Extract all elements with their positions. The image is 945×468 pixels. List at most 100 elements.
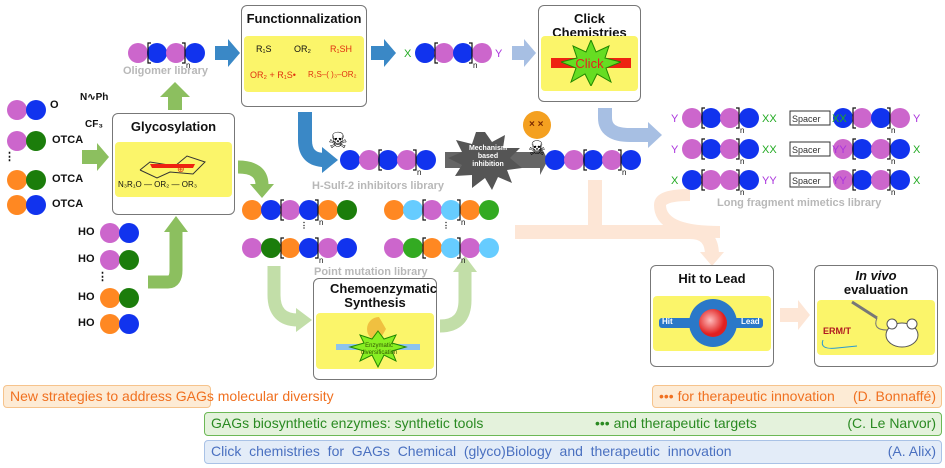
in-vivo-italic: In vivo — [855, 268, 897, 283]
r1s-label: R₁S — [256, 44, 272, 54]
chain-unit-orange — [100, 314, 120, 334]
hsulf-library-label: H-Sulf-2 inhibitors library — [312, 180, 445, 192]
bar-new-strategies: New strategies to address GAGs molecular… — [3, 385, 334, 408]
hit-label: Hit — [662, 317, 673, 326]
chain-unit-blue — [701, 139, 721, 159]
repeat-bracket-right — [315, 199, 319, 221]
repeat-bracket-right — [887, 169, 891, 191]
chain-unit-blue — [682, 170, 702, 190]
chain-unit-orange — [100, 288, 120, 308]
bar-text: Click chemistries for GAGs Chemical (gly… — [211, 443, 732, 459]
chain-unit-pink — [318, 238, 338, 258]
chain-unit-pink — [434, 43, 454, 63]
chain-unit-blue — [119, 223, 139, 243]
hit-to-lead-title: Hit to Lead — [678, 271, 746, 286]
chain-unit-blue — [833, 108, 853, 128]
bar-text-mid: ••• and therapeutic targets — [595, 415, 757, 431]
chain-unit-blue — [26, 195, 46, 215]
blue-arrow-to-functionalization — [215, 39, 240, 67]
functionalization-title: Functionnalization — [246, 11, 362, 26]
chain-unit-orange — [318, 200, 338, 220]
chain-end-label: YY — [832, 144, 847, 156]
chain-unit-pink — [359, 150, 379, 170]
chain-unit-dkgreen — [26, 170, 46, 190]
otca-label: OTCA — [52, 134, 84, 146]
dizzy-eyes: × × — [529, 119, 544, 130]
chain-unit-pink — [280, 200, 300, 220]
chain-unit-pink — [833, 170, 853, 190]
lead-label: Lead — [741, 317, 760, 326]
chain-unit-blue — [890, 139, 910, 159]
chain-unit-pink — [602, 150, 622, 170]
repeat-bracket-right — [469, 42, 473, 64]
chain-end-label: n — [740, 188, 744, 197]
spacer-box — [789, 110, 831, 126]
mouse-syringe-icon — [821, 300, 919, 349]
chain-unit-pink — [166, 43, 186, 63]
chain-end-label: YY — [762, 175, 777, 187]
repeat-bracket-right — [413, 149, 417, 171]
evaluation-label: evaluation — [843, 282, 909, 297]
chain-unit-blue — [340, 150, 360, 170]
otca-label: OTCA — [52, 173, 84, 185]
green-arrowhead-down — [250, 184, 274, 198]
chain-end-label: n — [319, 256, 323, 265]
chain-unit-pink — [100, 223, 120, 243]
chain-unit-blue — [739, 170, 759, 190]
svg-text:⊕: ⊕ — [177, 164, 185, 174]
ellipsis: ⋮ — [300, 221, 308, 230]
green-arrow-up-oligomer — [160, 82, 190, 110]
green-starburst-icon — [561, 40, 621, 86]
repeat-bracket-right — [457, 199, 461, 221]
chain-end-label: XX — [762, 113, 777, 125]
bar-text: ••• for therapeutic innovation — [659, 388, 835, 404]
chain-unit-blue — [147, 43, 167, 63]
chain-unit-blue — [739, 139, 759, 159]
repeat-bracket-right — [618, 149, 622, 171]
chain-unit-blue — [185, 43, 205, 63]
chain-unit-dkgreen — [119, 288, 139, 308]
chain-unit-blue — [621, 150, 641, 170]
labex-logo: ERM/T — [823, 326, 851, 336]
peach-flow-arrow — [653, 189, 721, 238]
lightgreen-arrowhead — [296, 308, 312, 332]
chain-unit-ltblue — [479, 238, 499, 258]
mechanism-arrow-shaft — [445, 145, 548, 175]
ellipsis: ⋮ — [442, 221, 450, 230]
chain-unit-dkgreen — [119, 250, 139, 270]
chain-unit-pink — [701, 170, 721, 190]
chain-unit-dkgreen — [337, 200, 357, 220]
peach-arrowhead — [700, 252, 724, 266]
repeat-bracket-left — [852, 169, 856, 191]
chain-unit-orange — [384, 200, 404, 220]
peach-arrow-hit-to-invivo — [780, 300, 810, 330]
chain-unit-orange — [460, 200, 480, 220]
chain-end-label: X — [913, 144, 921, 156]
chain-unit-pink — [128, 43, 148, 63]
spacer-box — [789, 141, 831, 157]
chain-end-label: n — [473, 61, 477, 70]
repeat-bracket-left — [583, 149, 587, 171]
chain-unit-pink — [871, 139, 891, 159]
ellipsis: ⋮ — [4, 151, 15, 163]
chain-unit-blue — [583, 150, 603, 170]
chain-end-label: n — [740, 157, 744, 166]
allyl-label: OR₂ + R₁S• — [250, 70, 296, 80]
author-le-narvor: (C. Le Narvor) — [847, 415, 936, 431]
lightgreen-curve-to-chemo — [267, 266, 299, 327]
nph-label: N∿Ph — [80, 92, 109, 103]
bar-therapeutic-innovation: ••• for therapeutic innovation (D. Bonna… — [652, 385, 942, 408]
chain-unit-dkgreen — [261, 238, 281, 258]
chain-unit-pink — [7, 131, 27, 151]
hit-lead-cycle-icon — [659, 299, 763, 347]
chain-end-label: X — [671, 175, 679, 187]
peach-flow-vertical — [588, 180, 602, 230]
chain-unit-pink — [833, 139, 853, 159]
chain-unit-blue — [299, 200, 319, 220]
chain-unit-orange — [422, 238, 442, 258]
repeat-bracket-left — [852, 107, 856, 129]
chain-unit-blue — [890, 170, 910, 190]
glycosylation-title: Glycosylation — [130, 119, 217, 134]
product-label: R₁S–( )₃–OR₂ — [308, 70, 357, 79]
